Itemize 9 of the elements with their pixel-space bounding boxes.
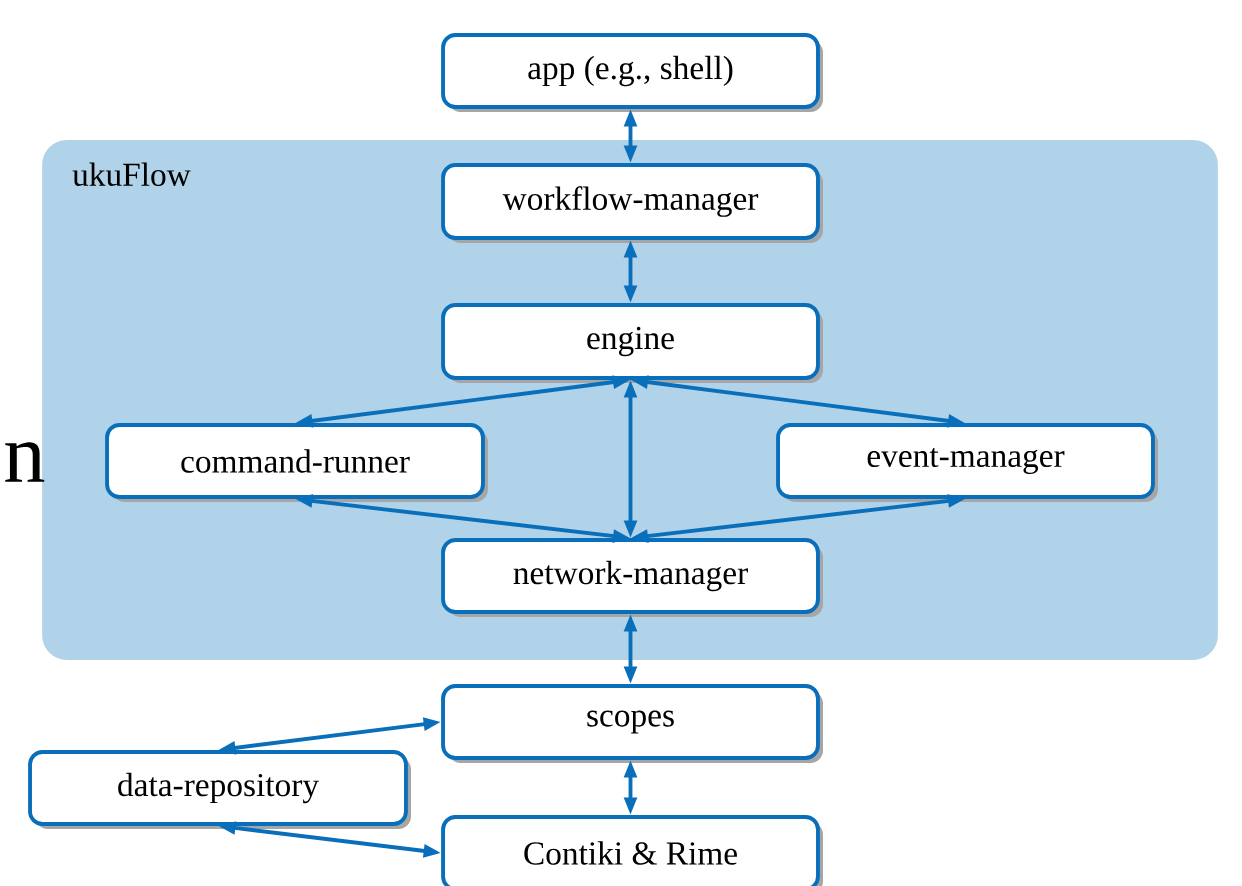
process-box: network-manager [441,538,823,617]
process-box: scopes [441,684,823,763]
process-box: data-repository [28,750,411,829]
process-box: event-manager [776,423,1158,502]
process-box: command-runner [105,423,488,502]
process-box: workflow-manager [441,163,823,243]
process-box: Contiki & Rime [441,815,823,886]
process-box: engine [441,303,823,383]
process-box: app (e.g., shell) [441,33,823,112]
